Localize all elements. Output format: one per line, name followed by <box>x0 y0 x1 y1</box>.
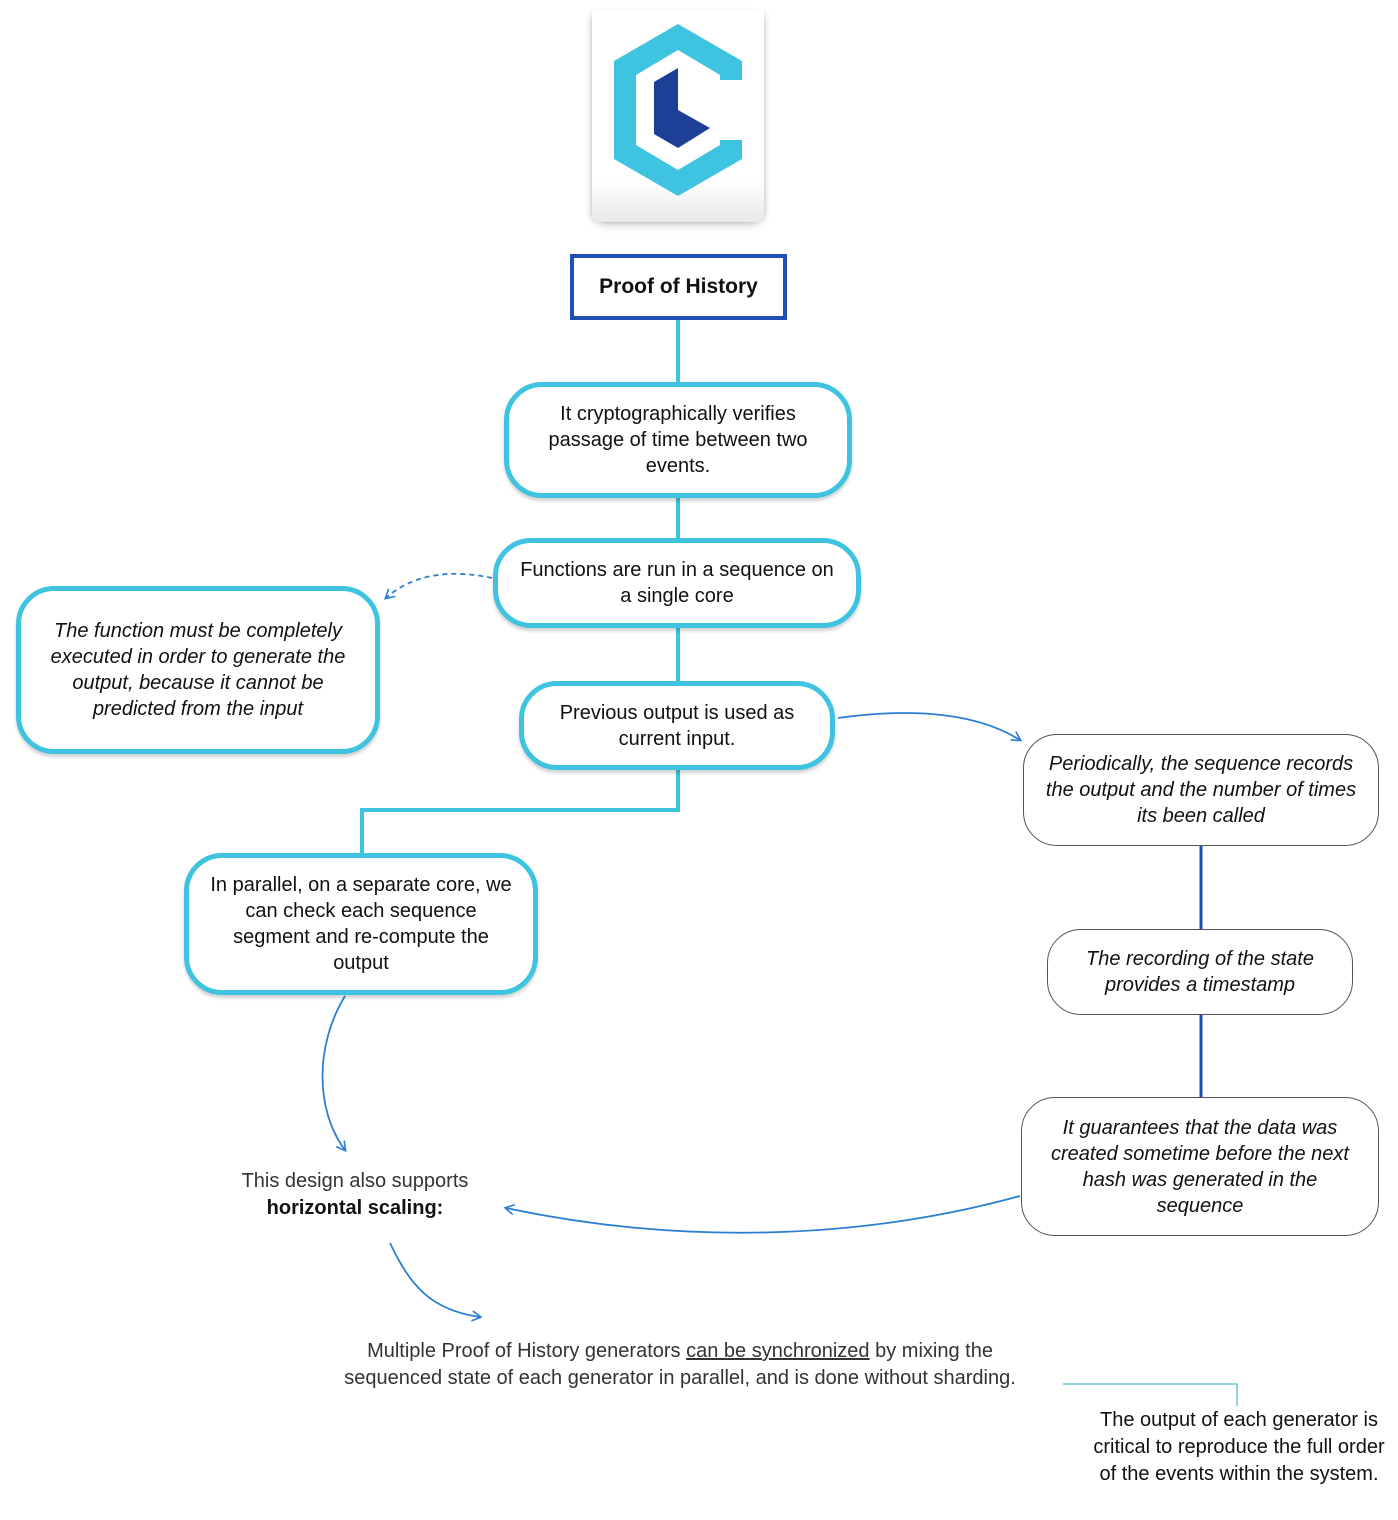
node-periodically-text: Periodically, the sequence records the o… <box>1045 753 1357 827</box>
node-previous-output-text: Previous output is used as current input… <box>559 701 795 750</box>
connector-previous-to-parallel <box>360 769 680 855</box>
arrow-scaling-to-multiple <box>389 1242 483 1322</box>
generator-output-text-content: The output of each generator is critical… <box>1093 1409 1385 1485</box>
node-sequence-text: Functions are run in a sequence on a sin… <box>520 559 834 607</box>
multiple-generators-text-start: Multiple Proof of History generators <box>367 1340 687 1362</box>
hexagon-c-logo-icon <box>614 24 742 196</box>
horizontal-scaling-line1: This design also supports <box>241 1170 469 1192</box>
node-previous-output: Previous output is used as current input… <box>519 681 835 770</box>
node-guarantees: It guarantees that the data was created … <box>1021 1097 1379 1236</box>
multiple-generators-text: Multiple Proof of History generators can… <box>330 1338 1030 1392</box>
generator-output-text: The output of each generator is critical… <box>1084 1407 1394 1488</box>
node-function-executed-text: The function must be completely executed… <box>50 620 346 720</box>
horizontal-scaling-text: This design also supports horizontal sca… <box>205 1168 505 1222</box>
multiple-generators-text-end: by mixing the sequenced state of each ge… <box>344 1340 1016 1389</box>
connector-multiple-to-output <box>1063 1383 1238 1406</box>
arrow-sequence-to-function <box>384 573 493 600</box>
node-parallel-check: In parallel, on a separate core, we can … <box>184 853 538 995</box>
horizontal-scaling-line2: horizontal scaling: <box>266 1197 444 1219</box>
node-verify-time: It cryptographically verifies passage of… <box>504 382 852 498</box>
can-be-synchronized-link: can be synchronized <box>686 1340 870 1362</box>
logo <box>592 10 764 222</box>
node-parallel-check-text: In parallel, on a separate core, we can … <box>210 874 512 974</box>
node-recording-state-text: The recording of the state provides a ti… <box>1086 948 1314 996</box>
node-function-executed: The function must be completely executed… <box>16 586 380 754</box>
arrow-parallel-to-scaling <box>321 995 347 1153</box>
node-periodically: Periodically, the sequence records the o… <box>1023 734 1379 846</box>
node-guarantees-text: It guarantees that the data was created … <box>1051 1116 1349 1217</box>
node-sequence: Functions are run in a sequence on a sin… <box>493 538 861 628</box>
proof-of-history-title: Proof of History <box>570 254 787 320</box>
arrow-guarantees-to-scaling <box>503 1195 1021 1234</box>
node-recording-state: The recording of the state provides a ti… <box>1047 929 1353 1015</box>
node-verify-time-text: It cryptographically verifies passage of… <box>548 403 808 477</box>
arrow-previous-to-periodically <box>837 712 1023 742</box>
